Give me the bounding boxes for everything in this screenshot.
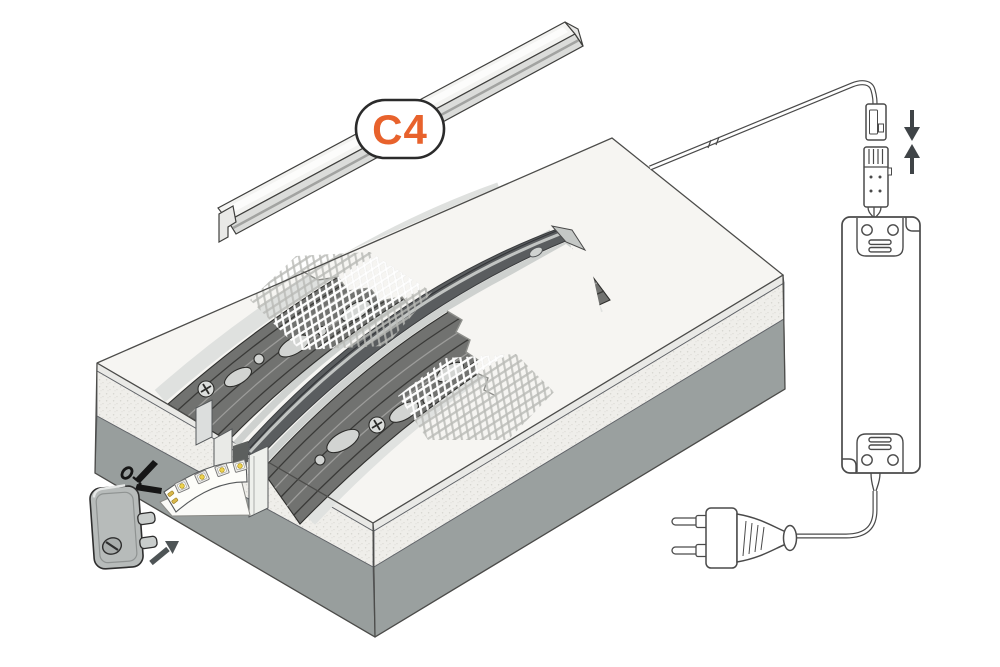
badge: C4 xyxy=(354,98,446,160)
psu-terminal-bottom xyxy=(856,433,904,472)
screw xyxy=(197,380,215,398)
end-cap xyxy=(89,484,158,570)
plug-grip-ribs xyxy=(742,520,765,557)
insert-arrow-icon xyxy=(149,541,179,566)
plug-pins xyxy=(671,514,709,558)
psu-notch-top-right xyxy=(905,217,920,232)
block-edges xyxy=(94,137,786,638)
led-strip xyxy=(163,459,248,513)
channel-wall-front xyxy=(248,445,269,518)
channel-slot-end-wall xyxy=(550,225,587,252)
connector-female xyxy=(863,146,892,219)
screw xyxy=(368,416,386,434)
mate-arrows-icon xyxy=(904,110,920,174)
psu-terminal-top xyxy=(856,218,904,257)
psu-notch-bottom-left xyxy=(842,458,857,473)
diffuser-cover-end-face xyxy=(564,21,584,47)
end-cap-screw xyxy=(101,537,123,555)
led-chips xyxy=(174,459,248,494)
badge-pill xyxy=(354,98,446,160)
euro-plug xyxy=(671,507,798,569)
mounting-block xyxy=(94,137,786,638)
plug-face xyxy=(705,507,738,569)
led-strip-contacts xyxy=(167,490,179,504)
power-cord xyxy=(795,472,881,539)
profile-screws xyxy=(197,380,386,434)
diffuser-cover-clip-profile xyxy=(218,205,237,244)
recessed-aluminum-profile xyxy=(154,138,612,525)
connector-male xyxy=(865,103,887,141)
channel-inner-fitting xyxy=(529,246,543,258)
profile-end-face xyxy=(195,399,213,446)
power-supply xyxy=(841,216,921,474)
end-cap-pegs xyxy=(137,511,158,550)
supply-cable xyxy=(649,80,878,171)
channel-lip-front xyxy=(256,240,572,469)
plug-strain-relief xyxy=(782,524,798,552)
badge-label: C4 xyxy=(372,106,428,153)
